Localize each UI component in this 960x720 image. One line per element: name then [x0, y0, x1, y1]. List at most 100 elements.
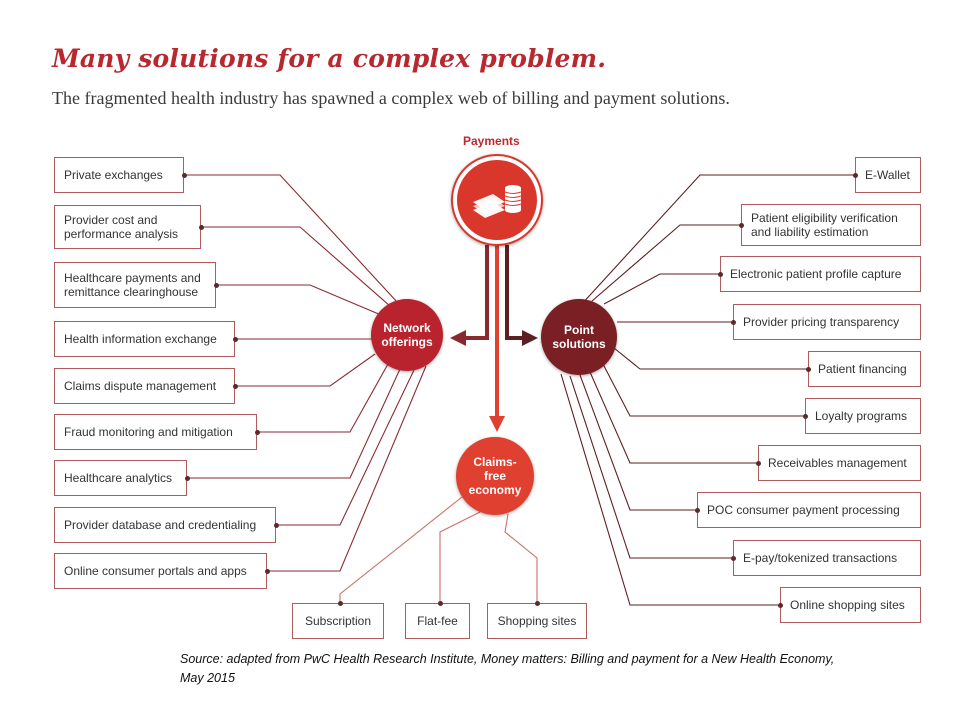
point-item-5: Patient financing	[808, 351, 921, 387]
network-item-5-connector-dot	[232, 383, 238, 389]
claims-item-1-label: Subscription	[305, 614, 371, 628]
claims-hub-line2: free	[483, 469, 506, 483]
claims-item-2-line1: Flat-fee	[417, 614, 458, 628]
point-item-5-connector-dot	[805, 366, 811, 372]
claims-item-3: Shopping sites	[487, 603, 587, 639]
network-item-9-label: Online consumer portals and apps	[64, 564, 247, 578]
network-item-1-connector-dot	[181, 172, 187, 178]
network-item-6-connector-dot	[254, 429, 260, 435]
network-item-2-line2: performance analysis	[64, 227, 179, 241]
point-item-7-link	[589, 371, 758, 464]
point-item-9-connector-dot	[730, 555, 736, 561]
network-item-6: Fraud monitoring and mitigation	[54, 414, 257, 450]
network-item-9-link	[267, 365, 427, 572]
network-item-5-link	[235, 353, 376, 387]
claims-item-3-connector-dot	[534, 600, 540, 606]
claims-hub-line1: Claims-	[473, 455, 517, 469]
network-item-1-label: Private exchanges	[64, 168, 163, 182]
network-item-4-line1: Health information exchange	[64, 332, 217, 346]
network-item-7-link	[187, 368, 401, 479]
page-title: Many solutions for a complex problem.	[52, 44, 607, 73]
point-item-4-label: Provider pricing transparency	[743, 315, 899, 329]
claims-item-3-link	[504, 513, 538, 603]
network-item-2-connector-dot	[198, 224, 204, 230]
network-item-6-line1: Fraud monitoring and mitigation	[64, 425, 233, 439]
point-item-2-connector-dot	[738, 222, 744, 228]
source-note: Source: adapted from PwC Health Research…	[180, 652, 835, 685]
network-item-7-connector-dot	[184, 475, 190, 481]
point-item-10-label: Online shopping sites	[790, 598, 905, 612]
network-item-6-label: Fraud monitoring and mitigation	[64, 425, 233, 439]
network-item-5: Claims dispute management	[54, 368, 235, 404]
payments-hub	[451, 154, 543, 246]
arrow-to-point	[505, 245, 538, 346]
point-item-3-connector-dot	[717, 271, 723, 277]
network-item-1: Private exchanges	[54, 157, 184, 193]
network-item-5-line1: Claims dispute management	[64, 379, 217, 393]
point-item-10-connector-dot	[777, 602, 783, 608]
network-item-2-line1: Provider cost and	[64, 213, 158, 227]
point-item-1: E-Wallet	[855, 157, 921, 193]
point-item-1-connector-dot	[852, 172, 858, 178]
network-item-3-line1: Healthcare payments and	[64, 271, 201, 285]
claims-item-2-label: Flat-fee	[417, 614, 458, 628]
network-item-8-line1: Provider database and credentialing	[64, 518, 257, 532]
point-item-3-label: Electronic patient profile capture	[730, 267, 901, 281]
claims-item-1: Subscription	[292, 603, 384, 639]
point-item-6-line1: Loyalty programs	[815, 409, 908, 423]
point-item-1-link	[579, 174, 855, 307]
point-item-9-label: E-pay/tokenized transactions	[743, 551, 897, 565]
network-hub-line1: Network	[383, 321, 431, 335]
network-item-9: Online consumer portals and apps	[54, 553, 267, 589]
point-item-6-label: Loyalty programs	[815, 409, 907, 423]
network-item-7-label: Healthcare analytics	[64, 471, 172, 485]
point-item-4: Provider pricing transparency	[733, 304, 921, 340]
network-item-3-link	[216, 284, 382, 316]
claims-item-2-link	[439, 511, 481, 603]
money-stack-icon	[473, 185, 522, 218]
arrow-to-network	[450, 245, 489, 346]
point-item-8: POC consumer payment processing	[697, 492, 921, 528]
claims-item-1-line1: Subscription	[304, 614, 372, 628]
network-item-8: Provider database and credentialing	[54, 507, 276, 543]
claims-item-3-label: Shopping sites	[498, 614, 577, 628]
claims-item-1-link	[339, 496, 463, 603]
point-item-1-label: E-Wallet	[865, 168, 910, 182]
point-hub-line1: Point	[564, 323, 594, 337]
network-item-7-line1: Healthcare analytics	[64, 471, 173, 485]
network-item-5-label: Claims dispute management	[64, 379, 216, 393]
network-item-4: Health information exchange	[54, 321, 235, 357]
network-item-1-line1: Private exchanges	[64, 168, 163, 182]
network-item-6-link	[257, 363, 389, 433]
point-item-6-link	[602, 363, 805, 417]
point-item-9: E-pay/tokenized transactions	[733, 540, 921, 576]
network-item-8-link	[276, 369, 415, 526]
point-item-8-line1: POC consumer payment processing	[707, 503, 900, 517]
point-item-6: Loyalty programs	[805, 398, 921, 434]
point-item-8-link	[579, 374, 697, 511]
claims-item-1-connector-dot	[337, 600, 343, 606]
claims-item-3-line1: Shopping sites	[497, 614, 577, 628]
network-item-9-line1: Online consumer portals and apps	[64, 564, 247, 578]
point-item-2-link	[591, 224, 741, 302]
page-subtitle: The fragmented health industry has spawn…	[52, 88, 730, 108]
point-item-6-connector-dot	[802, 413, 808, 419]
claims-item-2-connector-dot	[437, 600, 443, 606]
network-item-1-link	[184, 174, 399, 304]
point-hub-line2: solutions	[552, 337, 606, 351]
point-item-7-label: Receivables management	[768, 456, 907, 470]
network-item-3-line2: remittance clearinghouse	[64, 285, 199, 299]
payments-hub-core	[457, 160, 537, 240]
point-item-2-line1: Patient eligibility verification	[751, 211, 898, 225]
network-item-8-label: Provider database and credentialing	[64, 518, 256, 532]
point-item-4-line1: Provider pricing transparency	[743, 315, 900, 329]
point-item-3-line1: Electronic patient profile capture	[730, 267, 902, 281]
